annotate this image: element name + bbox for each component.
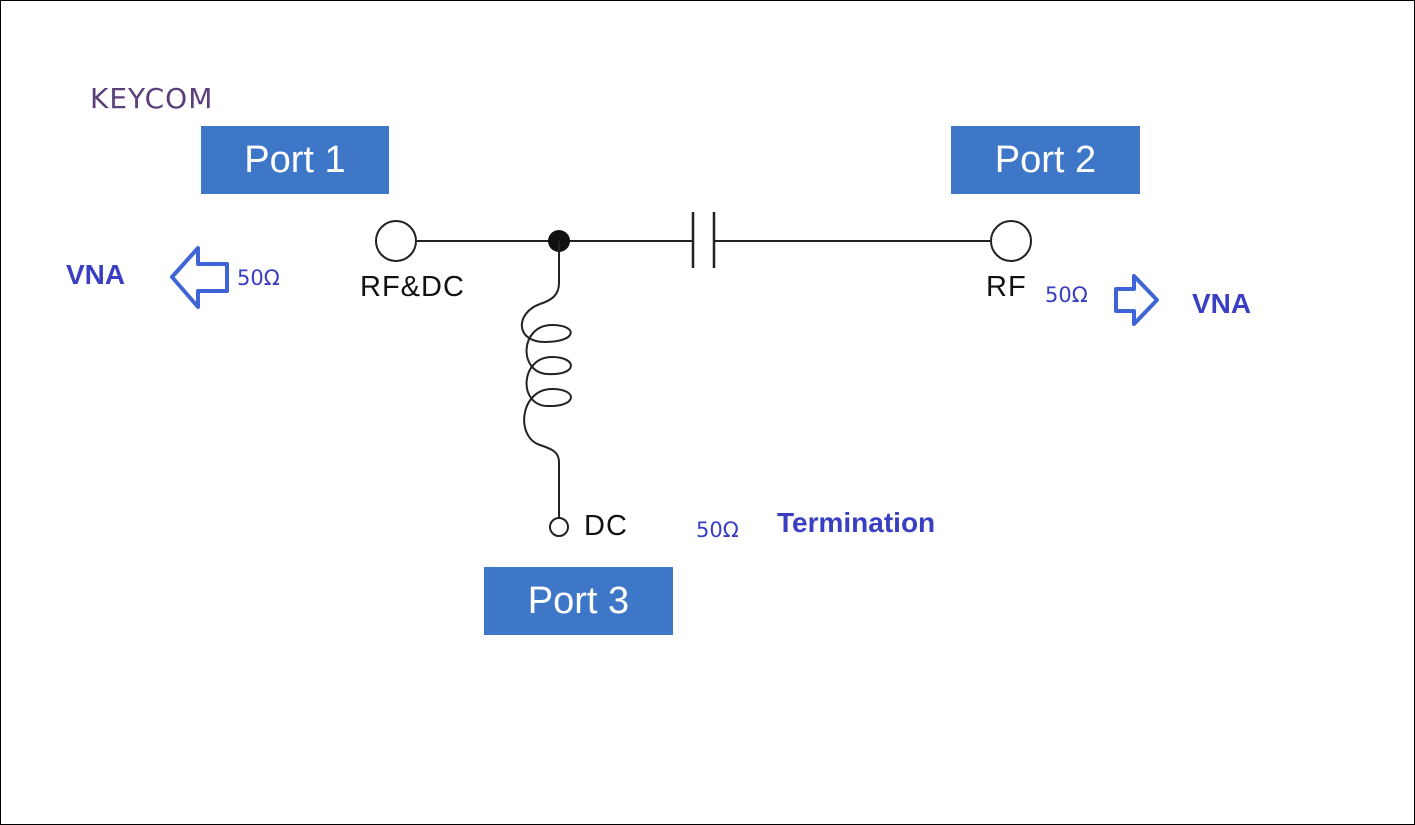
arrow-right-icon [1114,274,1159,326]
impedance-right-label: 50Ω [1045,283,1088,307]
port1-label: Port 1 [244,138,346,181]
port3-terminal-label: DC [584,510,628,542]
arrow-left-icon [170,246,229,309]
port3-terminal [549,517,569,537]
wire-junction-inductor [539,241,560,305]
keycom-logo: KEYCOM [90,82,214,115]
vna-right-label: VNA [1192,288,1252,319]
port2-label: Port 2 [994,138,1097,181]
port2-terminal-label: RF [986,271,1027,303]
port1-terminal-label: RF&DC [360,271,465,303]
port3-label: Port 3 [527,579,630,622]
port2-terminal [990,220,1032,262]
port1-terminal [375,220,417,262]
port1-label-box: Port 1 [201,126,389,194]
vna-left-label: VNA [66,259,126,290]
port3-label-box: Port 3 [484,567,673,635]
impedance-left-label: 50Ω [237,266,280,290]
impedance-dc-label: 50Ω [696,518,739,542]
inductor-symbol [520,303,572,463]
port2-label-box: Port 2 [951,126,1140,194]
capacitor-symbol [691,212,716,268]
termination-label: Termination [777,507,936,538]
